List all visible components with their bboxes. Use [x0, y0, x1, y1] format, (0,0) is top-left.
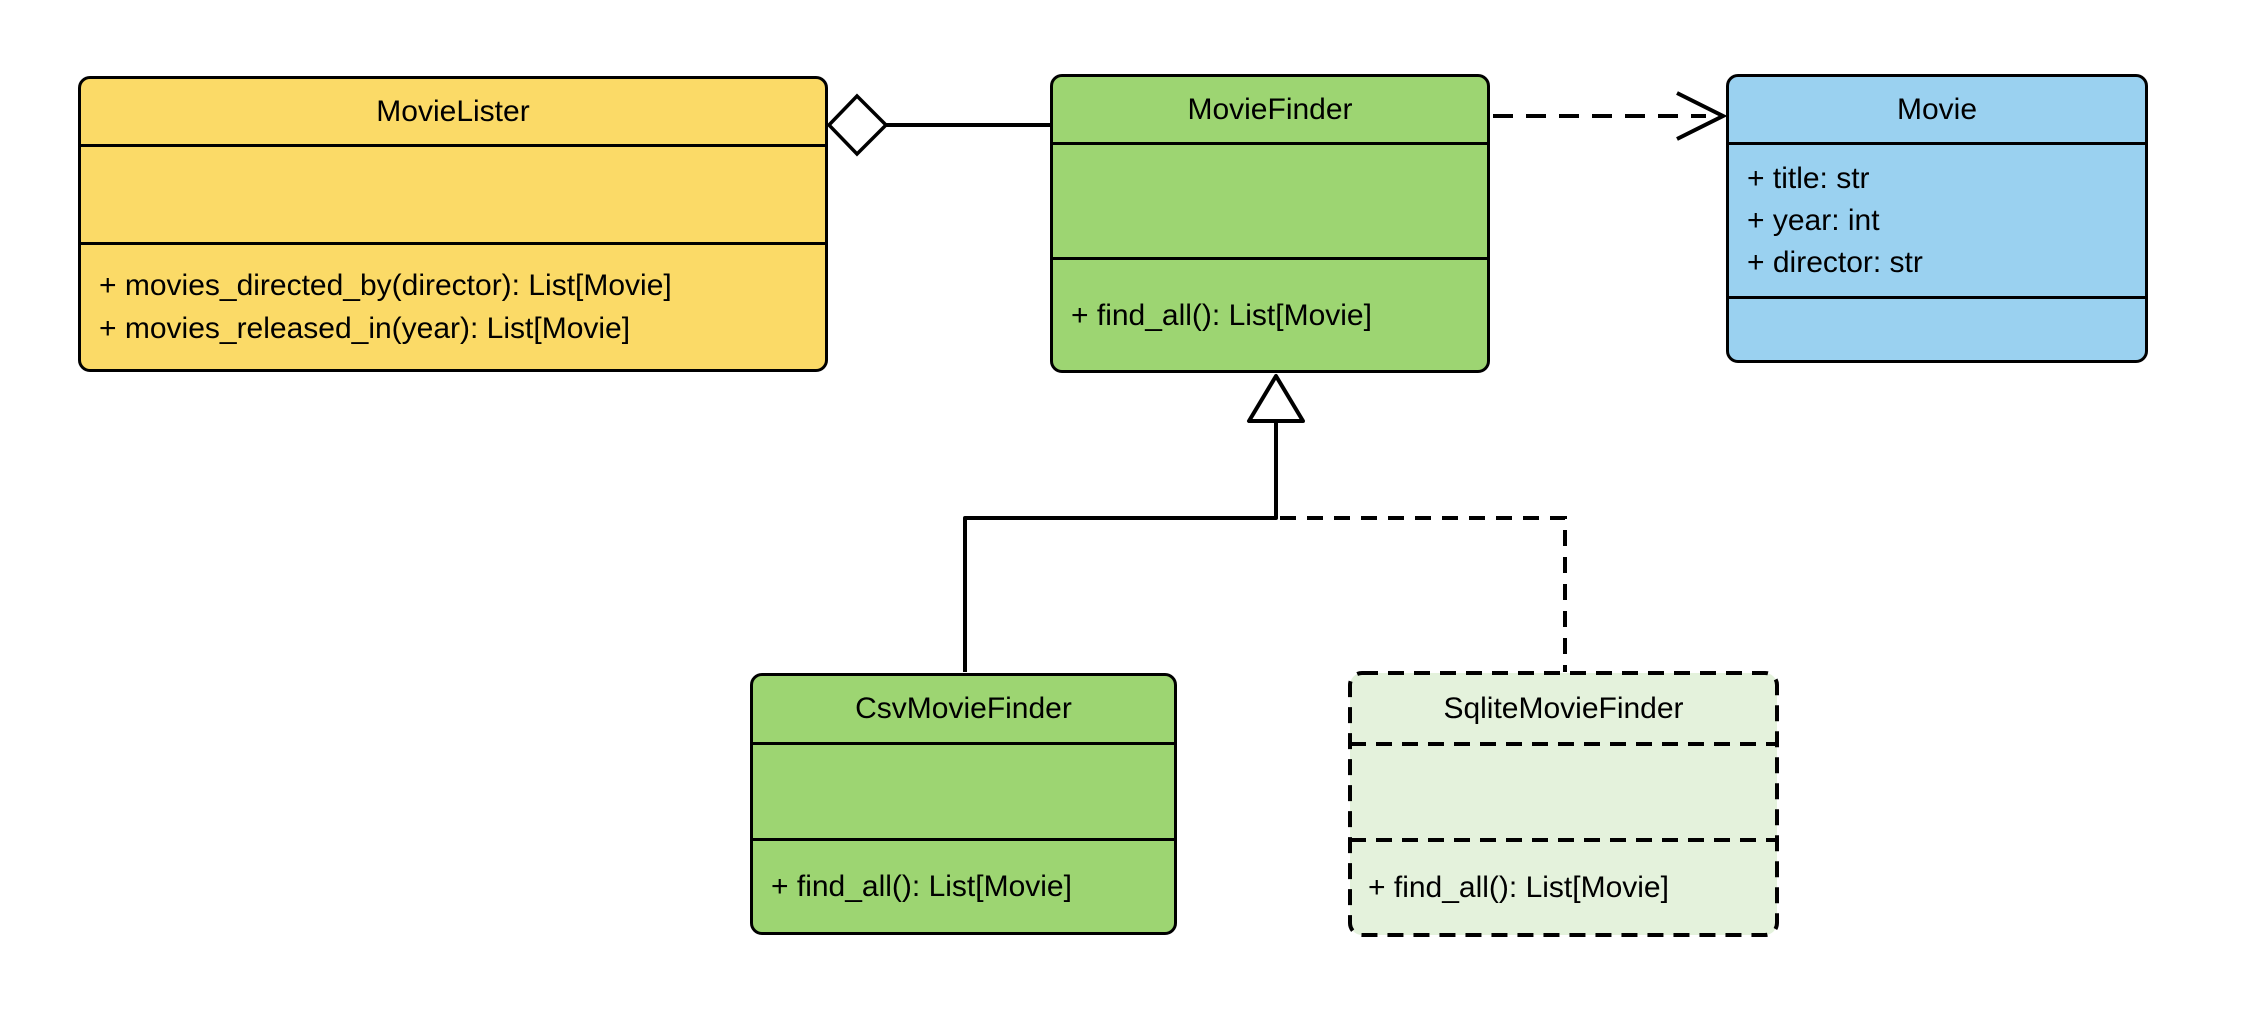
class-movielister-methods-section: + movies_directed_by(director): List[Mov… [81, 245, 825, 369]
method-label: + find_all(): List[Movie] [1368, 871, 1669, 904]
inheritance-edge-csvmoviefinder-moviefinder[interactable] [963, 374, 1305, 672]
class-sqlitemoviefinder-methods-section: + find_all(): List[Movie] [1350, 840, 1777, 935]
open-arrowhead-marker [1676, 91, 1728, 141]
class-csvmoviefinder-methods-section: + find_all(): List[Movie] [753, 841, 1174, 932]
class-name: MovieLister [376, 94, 530, 128]
class-csvmoviefinder-title: CsvMovieFinder [753, 676, 1174, 745]
attribute-label: + year: int [1747, 203, 1880, 237]
method-label: + movies_released_in(year): List[Movie] [99, 312, 631, 345]
class-moviefinder-methods-section: + find_all(): List[Movie] [1053, 260, 1487, 370]
method-label: + movies_directed_by(director): List[Mov… [99, 269, 672, 302]
class-movie-title: Movie [1729, 77, 2145, 145]
class-movie-methods-section [1729, 299, 2145, 360]
class-sqlitemoviefinder-attributes-section [1350, 744, 1777, 840]
class-csvmoviefinder[interactable]: CsvMovieFinder + find_all(): List[Movie] [750, 673, 1177, 935]
class-movie[interactable]: Movie + title: str + year: int + directo… [1726, 74, 2148, 363]
aggregation-edge-movielister-moviefinder[interactable] [826, 93, 1053, 157]
dependency-edge-moviefinder-movie[interactable] [1493, 91, 1728, 141]
class-moviefinder-title: MovieFinder [1053, 77, 1487, 145]
class-name: CsvMovieFinder [855, 692, 1072, 725]
method-label: + find_all(): List[Movie] [1071, 298, 1372, 332]
class-moviefinder[interactable]: MovieFinder + find_all(): List[Movie] [1050, 74, 1490, 373]
class-movielister[interactable]: MovieLister + movies_directed_by(directo… [78, 76, 828, 372]
hollow-triangle-marker [1247, 374, 1305, 423]
class-sqlitemoviefinder[interactable]: SqliteMovieFinder + find_all(): List[Mov… [1350, 673, 1777, 935]
class-moviefinder-attributes-section [1053, 145, 1487, 260]
inheritance-edge-sqlitemoviefinder-moviefinder[interactable] [1280, 516, 1567, 672]
attribute-label: + title: str [1747, 161, 1870, 195]
class-name: SqliteMovieFinder [1443, 691, 1684, 725]
class-name: Movie [1896, 92, 1978, 126]
hollow-diamond-marker [826, 93, 889, 157]
method-label: + find_all(): List[Movie] [771, 870, 1072, 903]
attribute-label: + director: str [1747, 245, 1923, 279]
class-name: MovieFinder [1187, 92, 1353, 126]
class-csvmoviefinder-attributes-section [753, 745, 1174, 841]
class-sqlitemoviefinder-frame [1348, 671, 1779, 937]
class-sqlitemoviefinder-title: SqliteMovieFinder [1350, 673, 1777, 744]
class-movielister-attributes-section [81, 147, 825, 245]
class-movie-attributes-section: + title: str + year: int + director: str [1729, 145, 2145, 299]
class-movielister-title: MovieLister [81, 79, 825, 147]
